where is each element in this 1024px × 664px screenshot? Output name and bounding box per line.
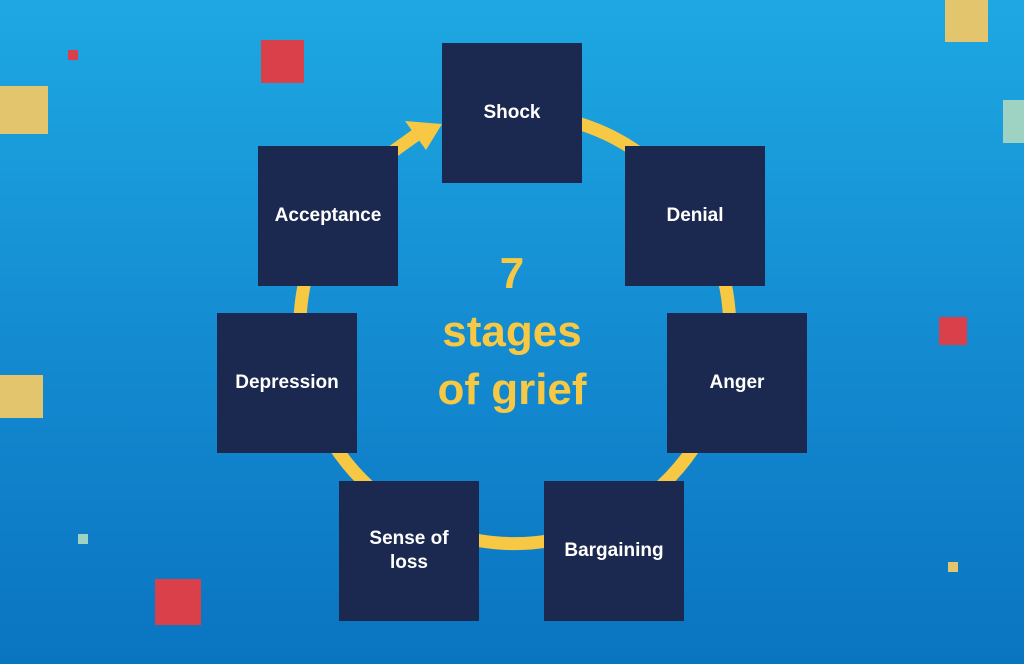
decor-square — [261, 40, 304, 83]
decor-square — [1003, 100, 1024, 143]
stage-label: Depression — [235, 372, 339, 393]
stage-acceptance: Acceptance — [258, 146, 398, 286]
stage-depression: Depression — [217, 313, 357, 453]
stage-shock: Shock — [442, 43, 582, 183]
stage-anger: Anger — [667, 313, 807, 453]
decor-square — [948, 562, 958, 572]
cycle-arrow-shaft — [391, 129, 420, 156]
decor-square — [68, 50, 78, 60]
decor-square — [945, 0, 988, 42]
stage-label: Anger — [709, 372, 765, 393]
center-title: 7 stages of grief — [412, 245, 612, 419]
stage-bargaining: Bargaining — [544, 481, 684, 621]
decor-square — [155, 579, 201, 625]
decor-square — [78, 534, 88, 544]
stage-label: Denial — [666, 205, 724, 226]
title-line-1: stages — [442, 307, 582, 356]
decor-square — [0, 375, 43, 418]
stage-sense-of-loss: Sense of loss — [339, 481, 479, 621]
cycle-arrowhead — [405, 121, 442, 150]
stage-denial: Denial — [625, 146, 765, 286]
stage-label: Bargaining — [564, 540, 664, 561]
decor-square — [939, 317, 967, 345]
stage-label: Acceptance — [274, 205, 382, 226]
stage-label: Shock — [483, 102, 541, 123]
stage-label: Sense of loss — [369, 528, 449, 573]
decor-square — [0, 86, 48, 134]
title-number: 7 — [499, 249, 525, 298]
title-line-2: of grief — [437, 365, 587, 414]
